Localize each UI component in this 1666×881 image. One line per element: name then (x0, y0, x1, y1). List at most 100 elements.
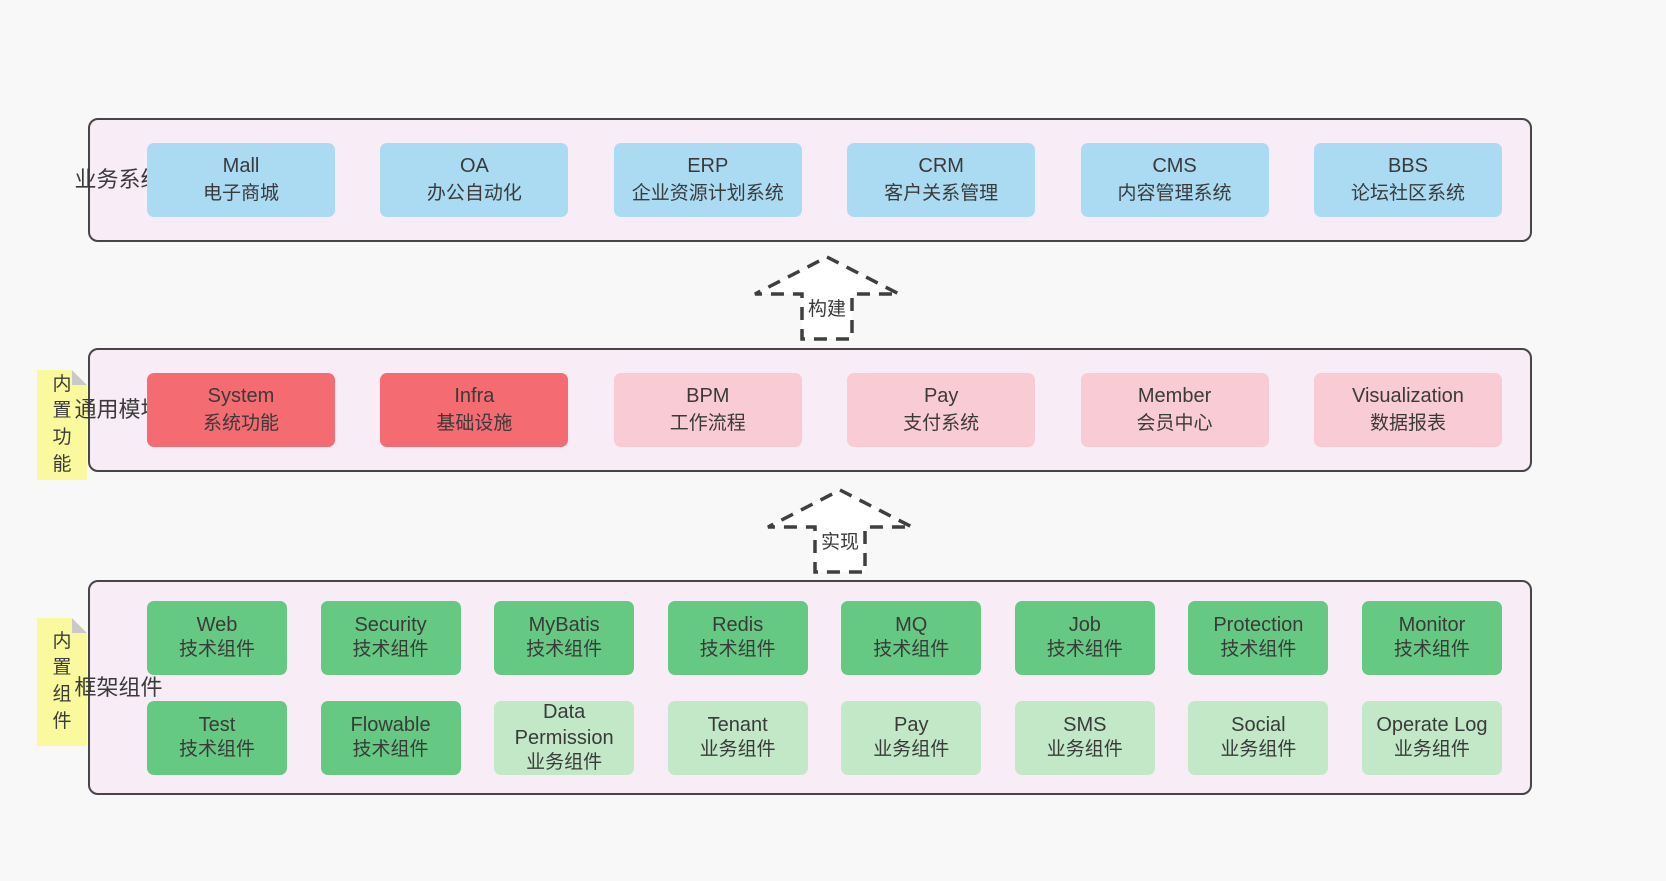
box-title: Redis (712, 614, 764, 637)
box-subtitle: 业务组件 (1046, 739, 1123, 761)
folded-corner-icon (72, 370, 87, 385)
box-title: Job (1068, 614, 1101, 637)
layer-label-common-modules: 通用模块 (74, 397, 162, 423)
box-subtitle: 工作流程 (669, 412, 746, 434)
box-subtitle: 论坛社区系统 (1350, 182, 1465, 204)
implement-arrow-label: 实现 (817, 527, 863, 554)
box-title: Security (354, 614, 427, 637)
box-subtitle: 企业资源计划系统 (631, 182, 784, 204)
box-subtitle: 技术组件 (873, 639, 950, 661)
box-subtitle: 会员中心 (1136, 412, 1213, 434)
box-title: BBS (1387, 155, 1428, 178)
box-subtitle: 业务组件 (1393, 739, 1470, 761)
box-subtitle: 业务组件 (873, 739, 950, 761)
box-title: MQ (895, 614, 928, 637)
diagram-box-visualization: Visualization 数据报表 (1313, 373, 1502, 447)
sticky-note-built-in-components: 内置组件 (37, 618, 87, 746)
box-row: Mall 电子商城 OA 办公自动化 ERP 企业资源计划系统 CRM 客户关系管理 CMS 内容… (147, 143, 1502, 217)
box-subtitle: 基础设施 (436, 412, 513, 434)
build-arrow-label: 构建 (804, 294, 850, 321)
box-subtitle: 办公自动化 (426, 182, 522, 204)
box-title: Member (1137, 385, 1212, 408)
box-title: ERP (687, 155, 729, 178)
box-subtitle: 技术组件 (1220, 639, 1297, 661)
diagram-box-crm: CRM 客户关系管理 (847, 143, 1036, 217)
box-title: CRM (918, 155, 964, 178)
diagram-box-cms: CMS 内容管理系统 (1080, 143, 1269, 217)
box-title: Data Permission (514, 701, 614, 750)
box-subtitle: 支付系统 (903, 412, 980, 434)
folded-corner-icon (72, 618, 87, 633)
box-title: Pay (923, 385, 959, 408)
diagram-box-member: Member 会员中心 (1080, 373, 1269, 447)
box-subtitle: 业务组件 (1220, 739, 1297, 761)
box-title: Operate Log (1376, 714, 1488, 737)
diagram-box-erp: ERP 企业资源计划系统 (613, 143, 802, 217)
diagram-box-pay: Pay 支付系统 (847, 373, 1036, 447)
diagram-box-bpm: BPM 工作流程 (613, 373, 802, 447)
sticky-note-built-in-features: 内置功能 (37, 370, 87, 480)
box-subtitle: 技术组件 (178, 739, 255, 761)
build-arrow: 构建 (752, 254, 902, 342)
box-title: Web (196, 614, 238, 637)
box-title: Pay (894, 714, 929, 737)
box-subtitle: 内容管理系统 (1117, 182, 1232, 204)
box-subtitle: 技术组件 (526, 639, 603, 661)
box-subtitle: 技术组件 (1393, 639, 1470, 661)
layer-business-systems: 业务系统 Mall电子商城OA办公自动化ERP企业资源计划系统CRM客户关系管理… (74, 118, 1532, 242)
box-subtitle: 技术组件 (699, 639, 776, 661)
box-title: System (207, 385, 275, 408)
box-title: Protection (1213, 614, 1304, 637)
box-title: Visualization (1351, 385, 1464, 408)
business-systems-boxes: Mall 电子商城 OA 办公自动化 ERP 企业资源计划系统 CRM 客户关系管理 CMS 内容… (147, 143, 1502, 217)
box-title: MyBatis (528, 614, 600, 637)
box-title: Social (1231, 714, 1286, 737)
box-title: BPM (686, 385, 730, 408)
box-subtitle: 技术组件 (352, 639, 429, 661)
box-title: CMS (1152, 155, 1197, 178)
box-subtitle: 技术组件 (1046, 639, 1123, 661)
sticky-note-label: 内置组件 (52, 630, 72, 732)
box-subtitle: 客户关系管理 (884, 182, 999, 204)
layer-label-framework-components: 框架组件 (74, 674, 163, 700)
box-subtitle: 技术组件 (178, 639, 255, 661)
box-title: Mall (222, 155, 260, 178)
box-subtitle: 电子商城 (202, 182, 279, 204)
diagram-box-bbs: BBS 论坛社区系统 (1313, 143, 1502, 217)
box-title: Test (198, 714, 236, 737)
box-title: OA (459, 155, 489, 178)
box-subtitle: 数据报表 (1369, 412, 1446, 434)
sticky-note-label: 内置功能 (52, 373, 72, 475)
box-title: Monitor (1398, 614, 1466, 637)
diagram-box-oa: OA 办公自动化 (380, 143, 569, 217)
diagram-box-mall: Mall 电子商城 (147, 143, 335, 217)
box-subtitle: 业务组件 (699, 739, 776, 761)
implement-arrow: 实现 (765, 487, 915, 575)
